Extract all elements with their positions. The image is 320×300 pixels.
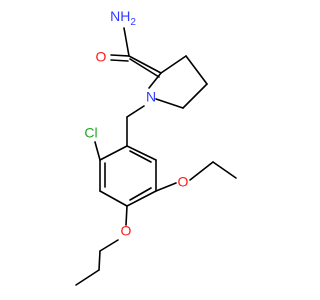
ethoxy-oxygen-label: O <box>178 174 189 190</box>
bond-ethoxy-1 <box>189 161 214 181</box>
bond-propoxy-3 <box>75 269 100 286</box>
amide-nitrogen-subscript: 2 <box>130 17 136 28</box>
bond-ethoxy-2 <box>212 161 237 179</box>
atom-label-layer: NH2 O N Cl O O <box>84 8 188 239</box>
bond-ring-5 <box>148 72 162 89</box>
amide-oxygen-label: O <box>96 49 107 65</box>
bond-amide-n <box>123 27 130 57</box>
bond-ring-3 <box>182 83 208 109</box>
bond-wedge-b <box>129 58 160 78</box>
chemical-structure: NH2 O N Cl O O <box>75 8 237 286</box>
propoxy-oxygen-label: O <box>121 223 132 239</box>
bond-layer <box>75 27 237 286</box>
bond-aromatic-3 <box>126 190 157 207</box>
bond-propoxy-2 <box>98 250 101 271</box>
chlorine-label: Cl <box>84 125 97 141</box>
pyrrolidine-nitrogen-label: N <box>146 89 156 105</box>
bond-carbonyl-b <box>110 59 129 62</box>
bond-propoxy-o <box>125 205 128 226</box>
bond-carbonyl-a <box>110 54 130 57</box>
bond-propoxy-1 <box>99 239 119 252</box>
amide-nitrogen-symbol: NH <box>110 8 130 24</box>
bond-benzyl-n <box>126 105 145 118</box>
bond-aromatic-inner-2 <box>129 187 152 201</box>
bond-aromatic-inner-1 <box>129 150 152 163</box>
bond-aromatic-6 <box>99 145 128 161</box>
bond-ring-1 <box>160 55 187 74</box>
amide-nitrogen-label: NH2 <box>110 8 136 28</box>
bond-wedge-a <box>128 55 162 74</box>
bond-ethoxy-o <box>155 182 177 192</box>
bond-ring-2 <box>185 55 208 85</box>
bond-ring-4 <box>155 98 184 109</box>
bond-aromatic-4 <box>99 190 128 207</box>
bond-aromatic-1 <box>126 145 157 161</box>
bond-chloro <box>94 141 101 161</box>
